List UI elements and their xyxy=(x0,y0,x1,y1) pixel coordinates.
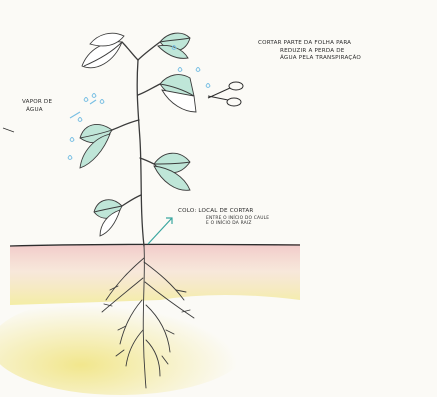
stem xyxy=(112,42,160,246)
vapor-note-line: água xyxy=(22,107,52,115)
cut-note-line: Cortar parte da folha para xyxy=(258,40,361,48)
leaf-cut xyxy=(160,75,196,112)
edge-mark xyxy=(3,128,14,132)
vapor-arrow xyxy=(70,100,96,118)
leaf-bottom-left xyxy=(94,200,122,236)
cut-note-line: água pela transpiração xyxy=(258,55,361,63)
leaf-top-left xyxy=(82,33,124,68)
cut-note: Cortar parte da folha para reduzir a per… xyxy=(258,40,361,63)
scissors-icon xyxy=(208,82,243,106)
cut-note-line: reduzir a perda de xyxy=(258,48,361,56)
collar-note: Colo: local de cortar entre o início do … xyxy=(178,208,269,227)
leaf-lower-right xyxy=(154,153,190,190)
collar-note-title: Colo: local de cortar xyxy=(178,208,269,216)
collar-arrow xyxy=(148,218,172,244)
vapor-note: Vapor de água xyxy=(22,99,52,114)
vapor-note-line: Vapor de xyxy=(22,99,52,107)
collar-note-line: e o início da raiz xyxy=(178,221,269,227)
leaf-middle-left xyxy=(80,124,112,168)
